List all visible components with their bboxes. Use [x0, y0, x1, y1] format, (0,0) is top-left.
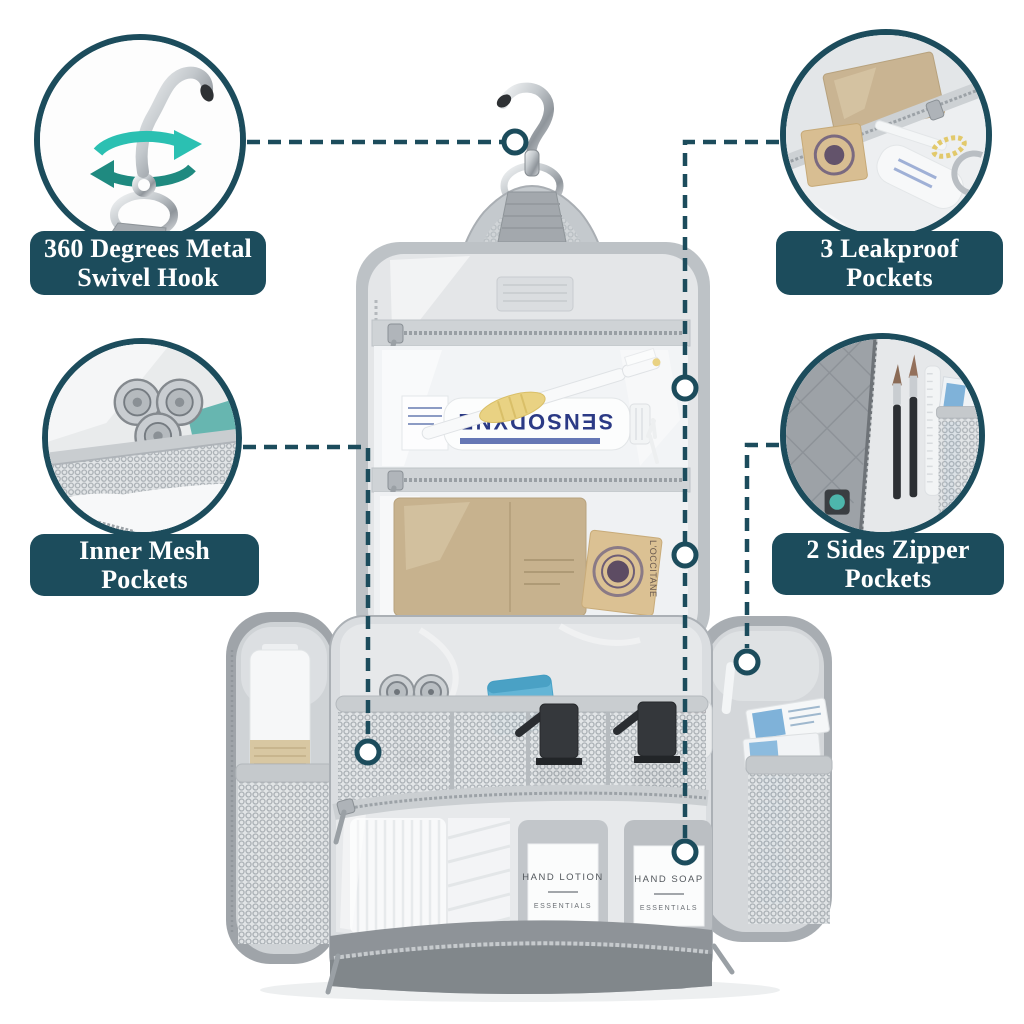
label-line: Swivel Hook [77, 263, 219, 292]
right-mesh-pocket [748, 772, 830, 924]
label-line: 2 Sides Zipper [806, 535, 970, 564]
toothbrush [421, 347, 661, 440]
label-line: Pockets [846, 263, 933, 292]
callout-label-leakproof: 3 Leakproof Pockets [776, 231, 1003, 295]
inner-mesh-detail [48, 344, 236, 532]
callout-circle-leakproof [780, 29, 992, 241]
connector-side-zipper [744, 442, 779, 648]
connector-nodes [354, 128, 761, 866]
callout-label-inner-mesh: Inner Mesh Pockets [30, 534, 259, 596]
label-line: Inner Mesh [79, 536, 210, 565]
node-leakproof-1 [671, 374, 699, 402]
node-inner-mesh [354, 738, 382, 766]
callout-label-side-zipper: 2 Sides Zipper Pockets [772, 533, 1004, 595]
connector-lines [243, 139, 779, 838]
hand-lotion-text: HAND LOTION [522, 872, 603, 883]
pump-bottle-2-head [613, 701, 680, 763]
right-side-pocket [696, 616, 833, 942]
towels [350, 818, 511, 936]
node-leakproof-2 [671, 541, 699, 569]
side-zipper-detail [786, 339, 979, 532]
label-line: Pockets [844, 564, 932, 593]
left-side-pocket [226, 612, 338, 964]
callout-circle-swivel-hook [34, 34, 246, 246]
hand-soap-text: HAND SOAP [634, 874, 703, 885]
swivel-hook-detail [40, 40, 240, 240]
zipper-slider [336, 798, 356, 816]
node-leakproof-3 [671, 838, 699, 866]
callout-circle-inner-mesh [42, 338, 242, 538]
hand-lotion-bottle: HAND LOTION ESSENTIALS [518, 820, 608, 936]
hand-soap-bottle: HAND SOAP ESSENTIALS [624, 820, 712, 936]
kraft-pouch [393, 497, 587, 617]
comb [924, 365, 941, 496]
leakproof-detail [786, 35, 986, 235]
label-line: 360 Degrees Metal [44, 234, 252, 263]
node-swivel-hook [501, 128, 529, 156]
callout-circle-side-zipper [780, 333, 985, 538]
toothbrush-handle [721, 662, 736, 714]
hook-tip [496, 94, 512, 108]
floss-pick [646, 418, 659, 464]
soap-bar [581, 529, 663, 617]
makeup-brushes [892, 354, 919, 500]
connector-inner-mesh [243, 444, 371, 738]
connector-leakproof [682, 139, 779, 838]
left-mesh-pocket [238, 780, 334, 944]
hand-lotion-subtext: ESSENTIALS [534, 903, 592, 910]
hand-soap-subtext: ESSENTIALS [640, 905, 698, 912]
callout-label-swivel-hook: 360 Degrees Metal Swivel Hook [30, 231, 266, 295]
top-clear-pocket: SENSODYNE [371, 319, 691, 470]
bottom-zipper-trim [325, 920, 735, 995]
soap-brand-text: L'OCCITANE [648, 540, 658, 598]
label-line: Pockets [101, 565, 188, 594]
swivel-barrel [524, 149, 540, 177]
middle-clear-pocket: L'OCCITANE [371, 467, 691, 620]
label-line: 3 Leakproof [820, 234, 959, 263]
bottom-compartment: HAND LOTION ESSENTIALS HAND SOAP ESSENTI… [325, 615, 735, 995]
front-clear-pocket: HAND LOTION ESSENTIALS HAND SOAP ESSENTI… [332, 784, 712, 942]
node-side-zipper [733, 648, 761, 676]
pump-bottle-1-head [515, 703, 582, 765]
